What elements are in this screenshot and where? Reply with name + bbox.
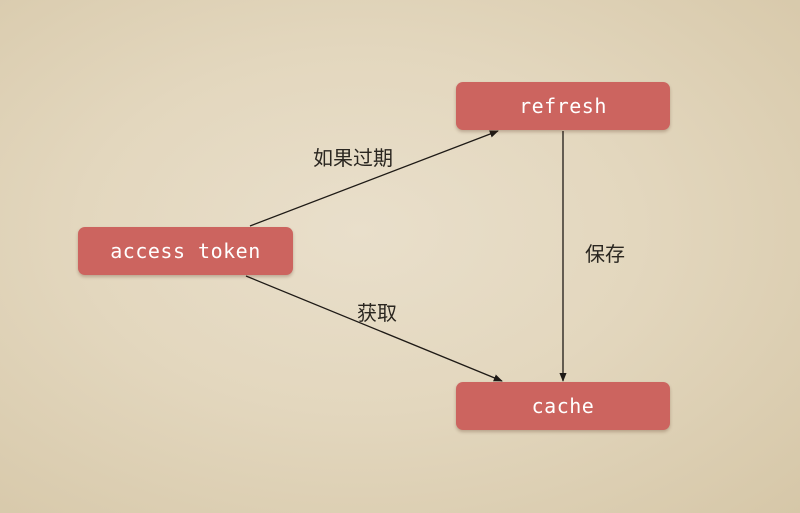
edge-access-to-refresh-arrow xyxy=(249,130,499,227)
edge-label-fetch: 获取 xyxy=(357,301,397,325)
edge-label-if-expired: 如果过期 xyxy=(313,146,393,170)
node-cache: cache xyxy=(456,382,670,430)
node-refresh: refresh xyxy=(456,82,670,130)
edge-access-to-cache-arrow xyxy=(245,275,503,382)
node-access-token: access token xyxy=(78,227,293,275)
edge-label-save: 保存 xyxy=(585,242,625,266)
